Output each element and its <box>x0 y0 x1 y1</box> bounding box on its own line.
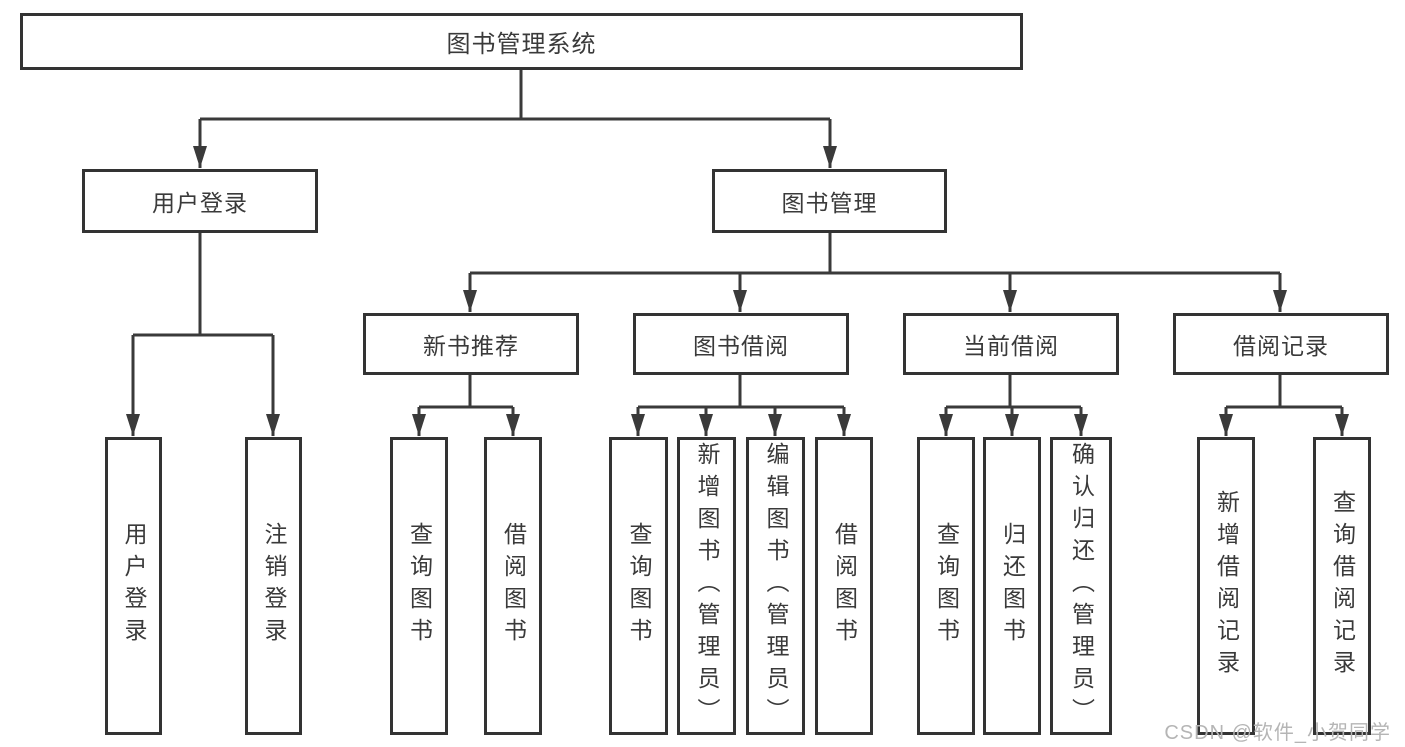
leaf-bb-borrow-books: 借阅图书 <box>815 437 873 735</box>
node-current-borrow: 当前借阅 <box>903 313 1119 375</box>
connector-user-login-stem <box>133 233 273 337</box>
connector-current-borrow-stem <box>946 375 1081 409</box>
node-library-management-system: 图书管理系统 <box>20 13 1023 70</box>
node-book-borrow: 图书借阅 <box>633 313 849 375</box>
leaf-br-add-borrow-record: 新增借阅记录 <box>1197 437 1255 735</box>
leaf-br-query-borrow-record: 查询借阅记录 <box>1313 437 1371 735</box>
leaf-bb-edit-books-admin: 编辑图书（管理员） <box>746 437 805 735</box>
connector-borrow-records-stem <box>1226 375 1342 409</box>
connector-book-borrow-stem <box>638 375 844 409</box>
connector-new-book-recommend-stem <box>419 375 513 409</box>
connector-book-management-stem <box>470 233 1280 275</box>
leaf-logout: 注销登录 <box>245 437 302 735</box>
leaf-nbr-borrow-books: 借阅图书 <box>484 437 542 735</box>
leaf-cb-query-books: 查询图书 <box>917 437 975 735</box>
leaf-user-login: 用户登录 <box>105 437 162 735</box>
node-new-book-recommend: 新书推荐 <box>363 313 579 375</box>
node-user-login: 用户登录 <box>82 169 318 233</box>
node-borrow-records: 借阅记录 <box>1173 313 1389 375</box>
connector-root-stem <box>200 69 830 121</box>
leaf-bb-add-books-admin: 新增图书（管理员） <box>677 437 736 735</box>
leaf-nbr-query-books: 查询图书 <box>390 437 448 735</box>
leaf-cb-return-books: 归还图书 <box>983 437 1041 735</box>
csdn-watermark: CSDN @软件_小贺同学 <box>1164 722 1391 744</box>
leaf-cb-confirm-return-admin: 确认归还（管理员） <box>1050 437 1112 735</box>
leaf-bb-query-books: 查询图书 <box>609 437 668 735</box>
node-book-management: 图书管理 <box>712 169 947 233</box>
